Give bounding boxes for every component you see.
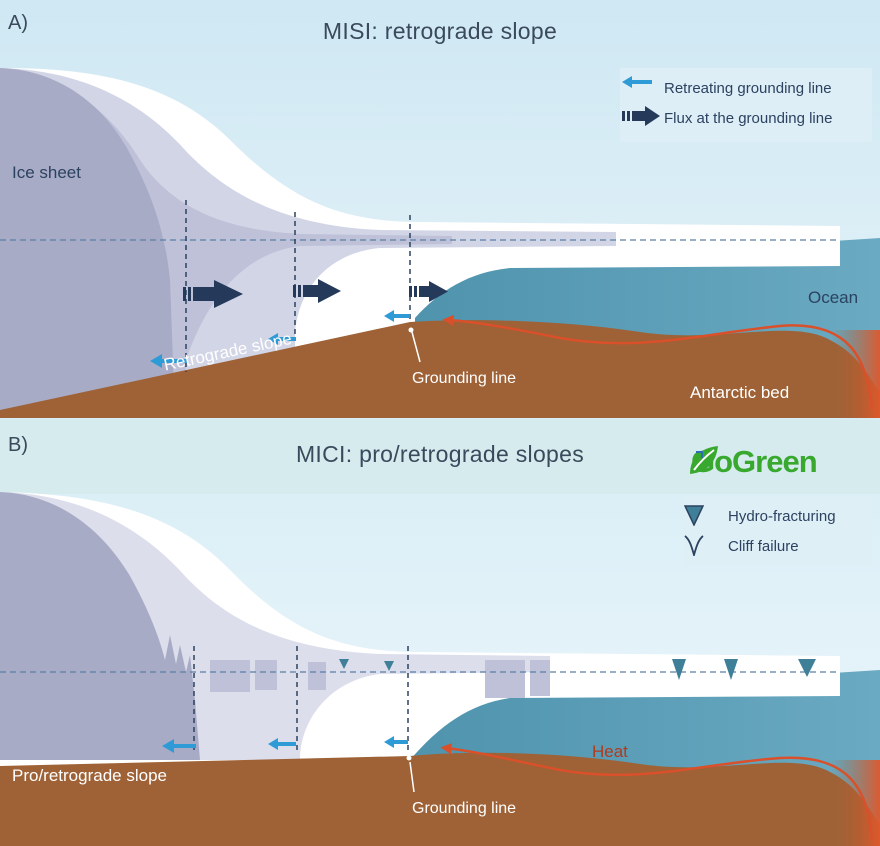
thin-arrow-left-icon (150, 354, 188, 368)
heat-arrow (442, 314, 874, 411)
grounding-line-point (406, 755, 412, 761)
thin-arrow-left-icon (384, 310, 410, 322)
ice-sheet-a (0, 68, 175, 418)
grounding-line-label: Grounding line (412, 800, 517, 817)
legend-item: Flux at the grounding line (620, 106, 832, 130)
hydro-fracturing-icon (724, 659, 738, 680)
ocean-label: Ocean (808, 288, 859, 307)
legend-a: Retreating grounding line Flux at the gr… (620, 68, 872, 142)
thin-arrow-left-icon (384, 736, 408, 748)
cliff-failure-icon (684, 535, 704, 556)
thin-arrow-left-icon (162, 739, 196, 753)
thin-arrow-left-icon (268, 333, 296, 345)
grounding-line-pointer (411, 331, 421, 363)
flux-arrow-icon (409, 281, 448, 302)
panel-b-title: MICI: pro/retrograde slopes (295, 441, 585, 467)
panel-b-letter: B) (8, 434, 28, 456)
panel-a-graphic (0, 0, 880, 418)
antarctic-bed-a (0, 320, 880, 418)
antarctic-bed-label: Antarctic bed (690, 383, 790, 402)
legend-item: Cliff failure (684, 534, 799, 558)
ice-sheet-b (0, 492, 200, 760)
leaf-logo-icon (690, 446, 718, 474)
grounding-line-pointer (409, 761, 415, 793)
legend-label: Hydro-fracturing (728, 507, 836, 525)
thin-arrow-left-icon (268, 738, 296, 750)
legend-label: Flux at the grounding line (664, 109, 833, 127)
legend-b: Hydro-fracturing Cliff failure (684, 496, 872, 566)
flux-arrow-icon (183, 280, 243, 308)
hydro-fracturing-icon (798, 659, 816, 677)
panel-b-header (0, 420, 880, 494)
legend-label: Cliff failure (728, 537, 799, 555)
pro-retrograde-slope-label: Pro/retrograde slope (12, 766, 167, 785)
gogreen-logo: GoGreen (688, 444, 818, 480)
hydro-fracturing-icon (672, 659, 686, 680)
flux-arrow-icon (622, 106, 660, 126)
grounding-line-label: Grounding line (412, 370, 517, 387)
ice-sheet-label: Ice sheet (12, 163, 81, 182)
calved-ice-blocks (210, 660, 550, 698)
heat-label: Heat (592, 742, 628, 761)
bed-b (0, 752, 880, 846)
hydro-fracturing-icon (339, 659, 349, 669)
legend-item: Hydro-fracturing (684, 504, 836, 528)
panel-b-graphic (0, 418, 880, 846)
thin-arrow-left-icon (622, 76, 652, 88)
flux-arrow-icon (293, 279, 341, 303)
hydro-fracturing-icon (384, 661, 394, 671)
panel-a-letter: A) (8, 12, 28, 34)
heat-arrow (440, 743, 874, 841)
panel-a-title: MISI: retrograde slope (322, 18, 558, 44)
legend-label: Retreating grounding line (664, 79, 832, 97)
grounding-line-point (408, 327, 414, 333)
hydro-fracturing-icon (684, 505, 704, 526)
legend-item: Retreating grounding line (620, 76, 832, 100)
